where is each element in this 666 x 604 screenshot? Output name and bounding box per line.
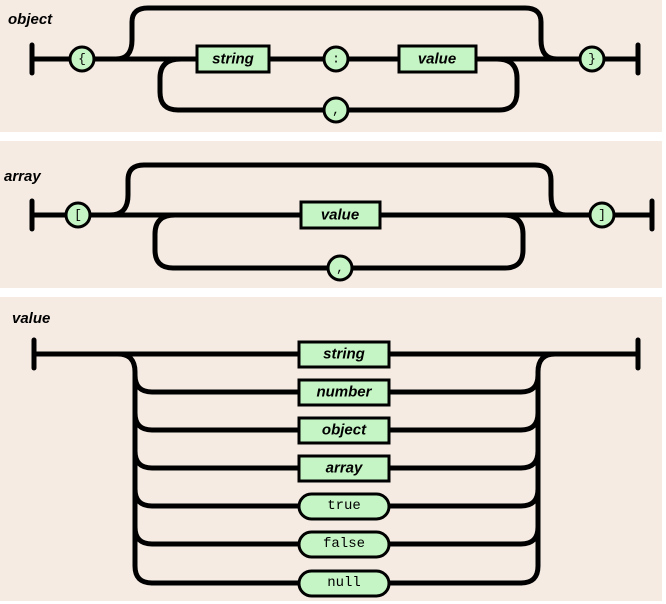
svg-text:[: [: [74, 208, 82, 223]
value-right-bus: [518, 351, 558, 586]
value-title: value: [12, 310, 50, 327]
svg-text:object: object: [322, 422, 367, 439]
value-diagram: value string nu: [0, 297, 662, 601]
array-diagram: array [ value , ]: [0, 141, 662, 288]
object-colon-token: :: [322, 45, 350, 73]
svg-text:null: null: [327, 575, 361, 591]
object-string-node: string: [195, 44, 271, 74]
value-number-node: number: [297, 378, 391, 407]
svg-text:array: array: [326, 460, 363, 477]
value-object-node: object: [297, 416, 391, 445]
value-true-token: true: [297, 492, 391, 521]
svg-text:string: string: [323, 346, 365, 363]
array-open-bracket-token: [: [64, 201, 92, 229]
svg-text:true: true: [327, 498, 361, 514]
value-string-node: string: [297, 340, 391, 369]
array-comma-token: ,: [326, 254, 354, 282]
object-title: object: [8, 11, 53, 28]
svg-text:value: value: [321, 207, 359, 224]
svg-text:,: ,: [336, 261, 344, 276]
value-null-token: null: [297, 569, 391, 598]
svg-text:number: number: [316, 384, 372, 401]
value-left-bus: [115, 351, 155, 586]
svg-text::: :: [332, 52, 340, 67]
value-branch-lines: [132, 372, 541, 586]
object-value-node: value: [397, 44, 478, 74]
svg-text:false: false: [323, 536, 365, 552]
object-close-brace-token: }: [578, 45, 606, 73]
svg-text:value: value: [418, 51, 456, 68]
object-diagram: object { string :: [0, 0, 662, 132]
array-empty-bypass: [107, 162, 569, 218]
array-value-node: value: [299, 200, 382, 230]
svg-text:]: ]: [598, 208, 606, 223]
array-title: array: [4, 168, 41, 185]
svg-text:}: }: [588, 52, 596, 67]
object-comma-token: ,: [322, 96, 350, 124]
object-open-brace-token: {: [68, 45, 96, 73]
object-empty-bypass: [113, 5, 560, 62]
svg-text:{: {: [78, 52, 86, 67]
array-close-bracket-token: ]: [588, 201, 616, 229]
value-false-token: false: [297, 530, 391, 559]
value-array-node: array: [297, 454, 391, 483]
svg-text:,: ,: [332, 103, 340, 118]
svg-text:string: string: [212, 51, 254, 68]
